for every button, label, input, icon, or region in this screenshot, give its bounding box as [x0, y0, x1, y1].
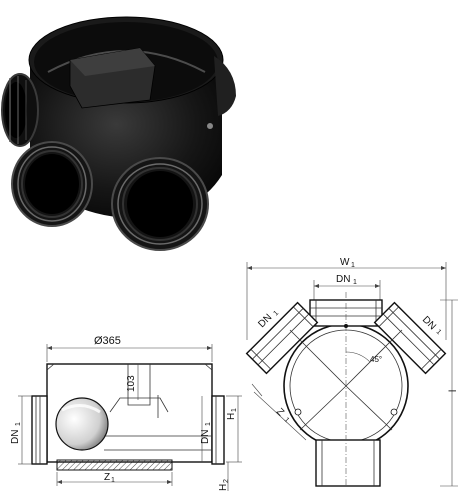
manhole-base-photo — [1, 16, 236, 251]
dn-upper-right-sub: 1 — [435, 328, 443, 336]
z1-top-label: Z — [274, 406, 286, 418]
angle-label: 45° — [370, 355, 382, 364]
diameter-label: Ø365 — [94, 335, 121, 347]
front-right-socket-photo — [111, 157, 209, 251]
w1-sub: 1 — [351, 262, 355, 269]
dn-left-label: DN — [10, 430, 21, 444]
z1-label: Z — [104, 472, 110, 483]
front-left-socket-photo — [11, 141, 93, 227]
h2-sub: 2 — [223, 479, 230, 483]
h1-sub: 1 — [231, 408, 238, 412]
z1-top-sub: 1 — [283, 416, 291, 424]
dn-upper-right-label: DN — [420, 314, 438, 332]
h2-label: H — [218, 484, 229, 491]
dn-top-label: DN — [336, 274, 350, 285]
side-view-drawing: Ø365 103 DN 1 DN 1 H 1 Z 1 H 2 — [10, 335, 242, 491]
dn-upper-left-label: DN — [256, 312, 274, 330]
dn-upper-left-sub: 1 — [272, 310, 280, 318]
l-label: l — [448, 390, 458, 392]
dn-right-sub: 1 — [205, 422, 212, 426]
h1-label: H — [226, 413, 237, 420]
top-view-drawing: W 1 DN 1 DN 1 DN 1 45° Z 1 l — [245, 257, 458, 487]
dn-top-sub: 1 — [353, 279, 357, 286]
dn-right-label: DN — [200, 430, 211, 444]
w1-label: W — [340, 257, 350, 268]
top-height-label: 103 — [126, 375, 137, 392]
dn-left-sub: 1 — [15, 422, 22, 426]
left-socket-photo — [1, 73, 39, 147]
z1-sub: 1 — [111, 477, 115, 484]
